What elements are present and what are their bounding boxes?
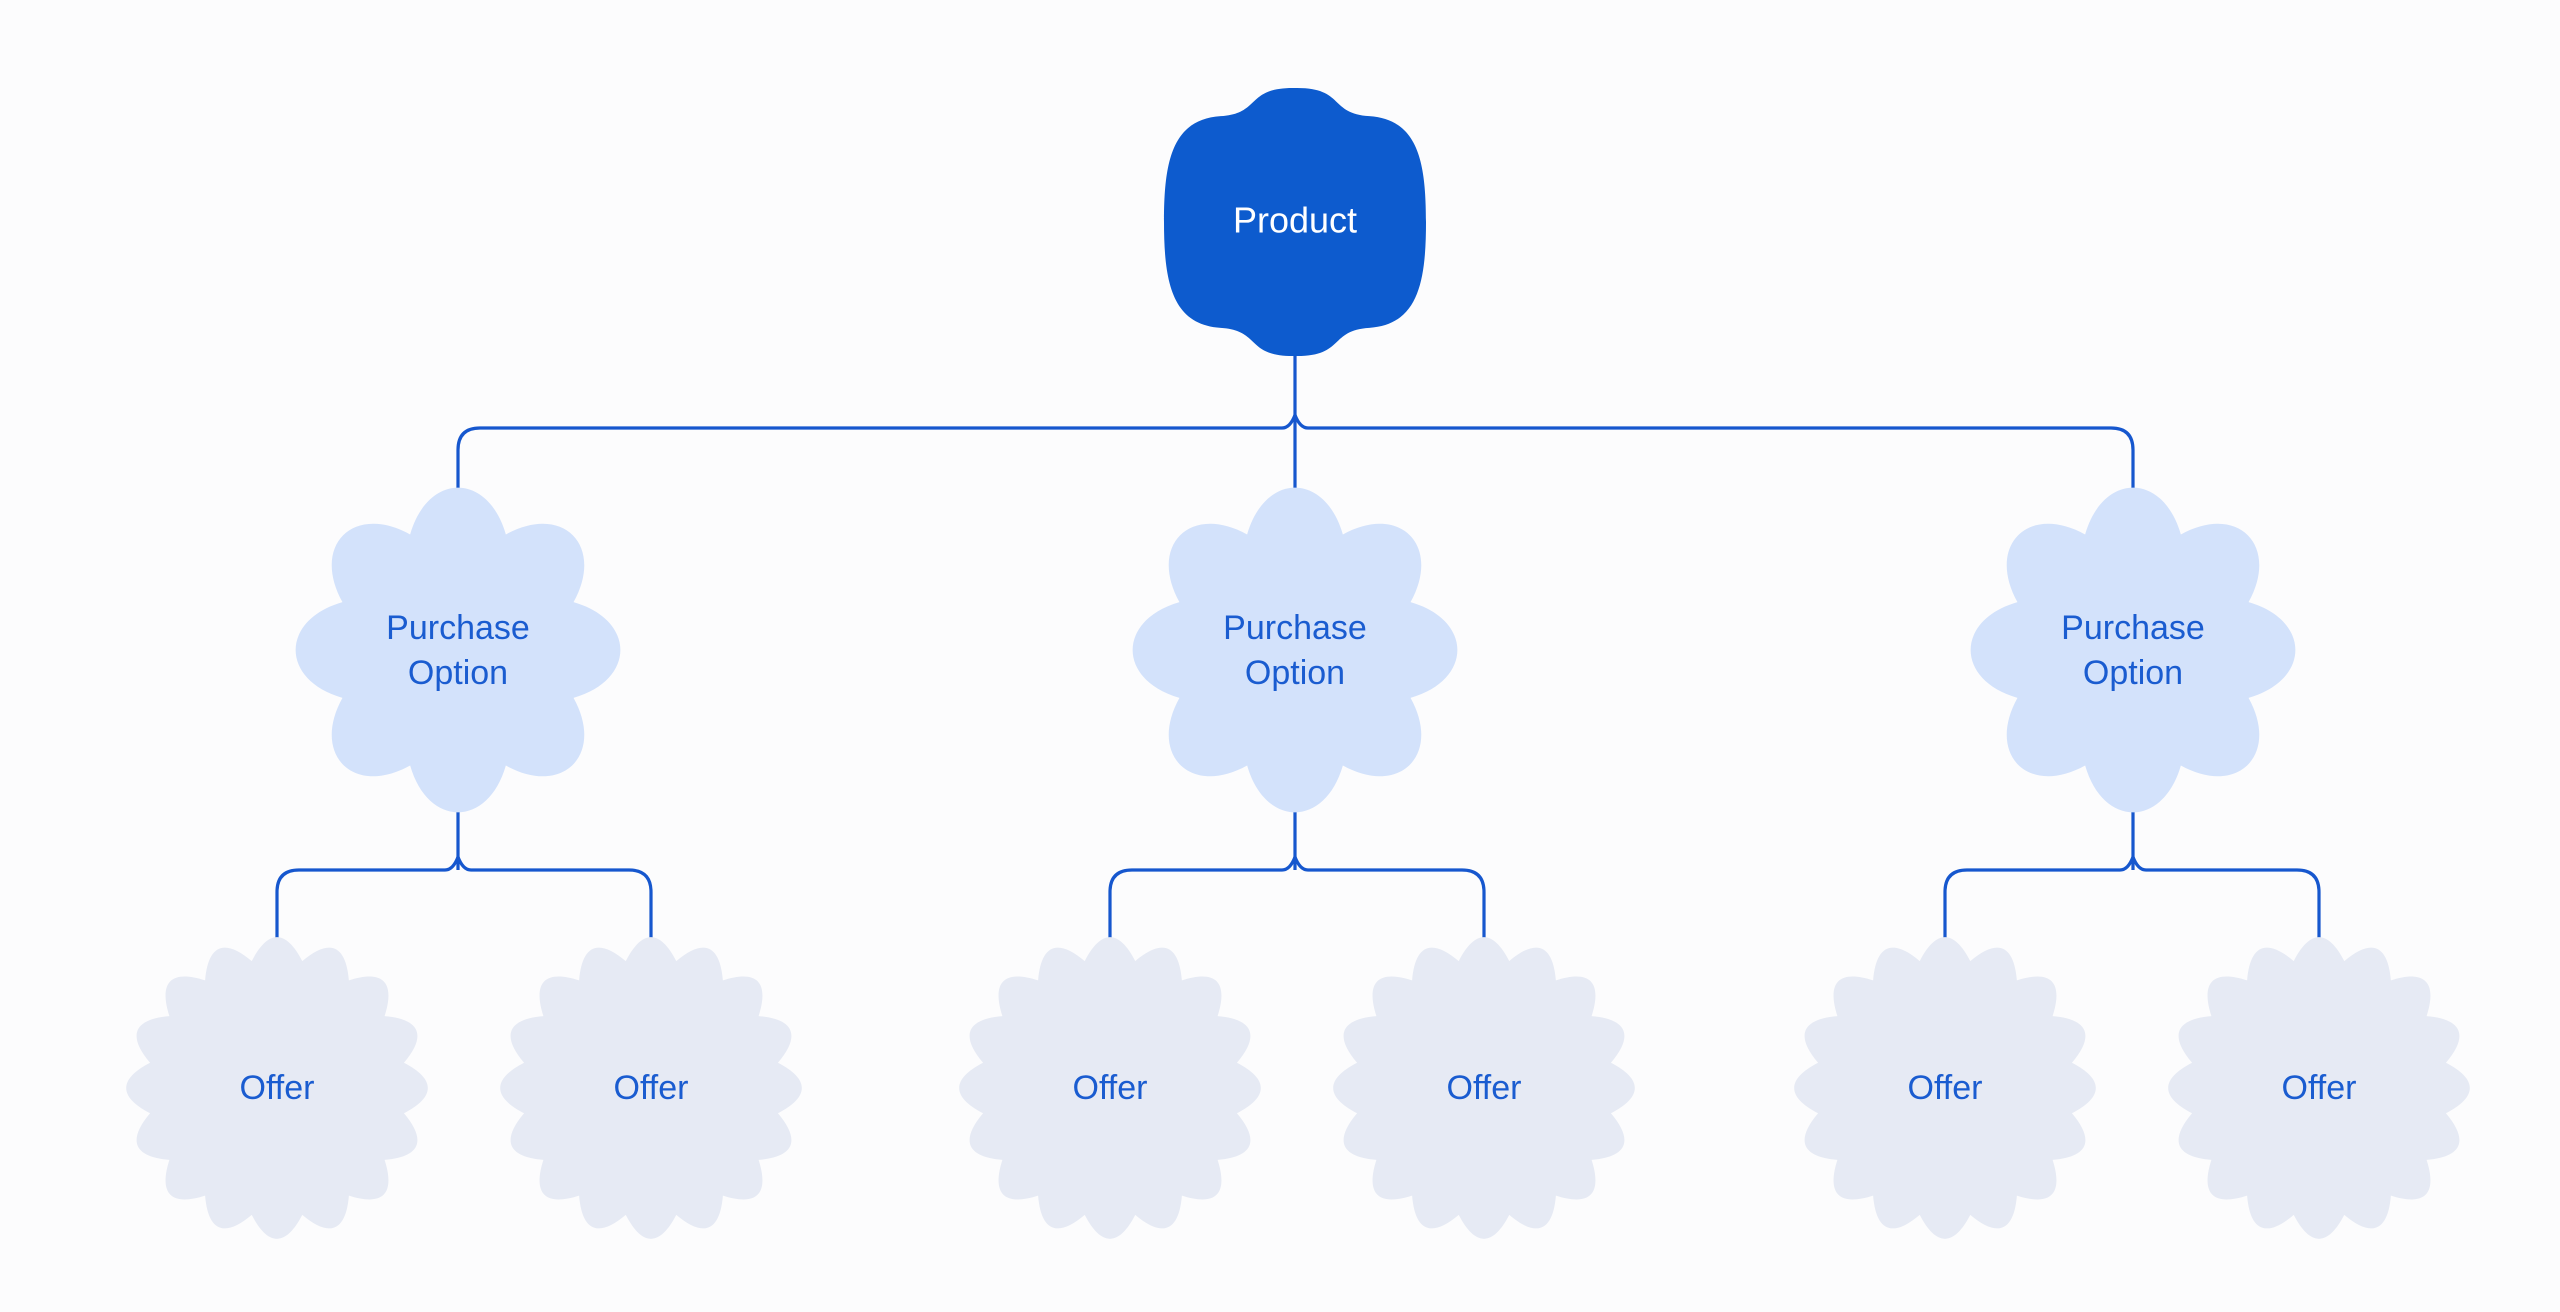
connector-option-1-to-offers-2: [1293, 856, 1486, 945]
offer-node-shape: [126, 937, 428, 1239]
connector-option-2-to-offers-1: [1943, 856, 2135, 945]
offer-node-label: Offer: [2282, 1069, 2357, 1107]
offer-node-shape: [1794, 937, 2096, 1239]
connector-option-0-to-offers-2: [456, 856, 653, 945]
node-offer-4[interactable]: Offer: [1794, 937, 2096, 1239]
nodes-layer: ProductPurchaseOptionPurchaseOptionPurch…: [126, 87, 2470, 1239]
product-node-shape: [1164, 87, 1426, 357]
purchase-option-label-line1: Purchase: [1223, 609, 1367, 647]
purchase-option-label-line1: Purchase: [2061, 609, 2205, 647]
connector-option-2-to-offers-2: [2131, 856, 2321, 945]
offer-node-label: Offer: [240, 1069, 315, 1107]
connector-root-to-options-1: [456, 414, 1297, 513]
offer-node-shape: [2168, 937, 2470, 1239]
offer-node-label: Offer: [1447, 1069, 1522, 1107]
node-offer-1[interactable]: Offer: [500, 937, 802, 1239]
product-node-label: Product: [1233, 200, 1357, 241]
offer-node-shape: [959, 937, 1261, 1239]
node-offer-5[interactable]: Offer: [2168, 937, 2470, 1239]
connector-option-0-to-offers-1: [275, 856, 460, 945]
purchase-option-node-shape: [1970, 487, 2296, 813]
connector-root-to-options-2: [1293, 414, 2135, 513]
node-offer-2[interactable]: Offer: [959, 937, 1261, 1239]
purchase-option-label-line1: Purchase: [386, 609, 530, 647]
purchase-option-label-line2: Option: [408, 654, 508, 692]
node-product[interactable]: Product: [1164, 87, 1426, 357]
offer-node-label: Offer: [614, 1069, 689, 1107]
purchase-option-label-line2: Option: [2083, 654, 2183, 692]
offer-node-label: Offer: [1073, 1069, 1148, 1107]
node-offer-0[interactable]: Offer: [126, 937, 428, 1239]
purchase-option-node-shape: [295, 487, 621, 813]
offer-node-shape: [1333, 937, 1635, 1239]
offer-node-shape: [500, 937, 802, 1239]
offer-node-label: Offer: [1908, 1069, 1983, 1107]
purchase-option-node-shape: [1132, 487, 1458, 813]
purchase-option-label-line2: Option: [1245, 654, 1345, 692]
node-offer-3[interactable]: Offer: [1333, 937, 1635, 1239]
connector-option-1-to-offers-1: [1108, 856, 1297, 945]
